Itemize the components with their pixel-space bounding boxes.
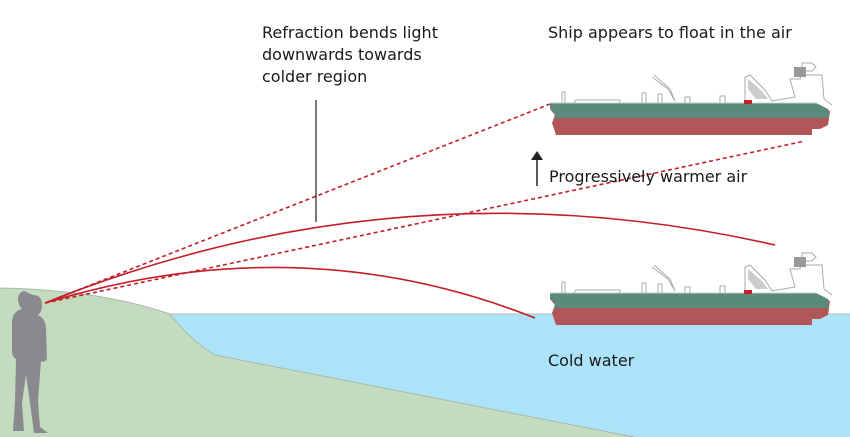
light-rays [44,103,806,319]
person-icon [12,291,48,433]
cold-water-label: Cold water [548,351,635,370]
warmer-air-label: Progressively warmer air [549,167,748,186]
land [0,288,634,437]
mirage-ship [549,62,833,136]
refraction-line-3: colder region [262,67,368,86]
real-ship [549,252,833,326]
refraction-line-2: downwards towards [262,45,422,64]
up-arrow-icon [531,151,543,186]
ray-curved-upper [44,212,776,304]
mirage-ship-label: Ship appears to float in the air [548,23,792,42]
ray-curved-lower [44,266,536,319]
refraction-line-1: Refraction bends light [262,23,438,42]
ray-apparent-lower [44,140,806,304]
refraction-label: Refraction bends light downwards towards… [262,22,438,88]
ray-apparent-upper [44,103,551,304]
